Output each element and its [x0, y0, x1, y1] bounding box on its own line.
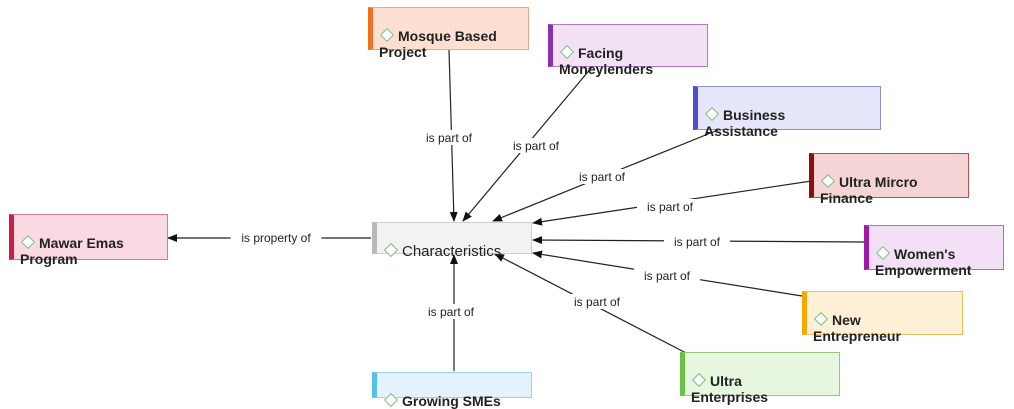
node-label: Ultra Mircro Finance	[820, 174, 918, 206]
edge-label-bg	[664, 234, 730, 249]
edge-label-women: is part of	[674, 235, 721, 249]
node-label: New Entrepreneur	[813, 312, 901, 344]
edge-label-bg	[569, 169, 635, 184]
edge-label-bg	[637, 199, 703, 214]
edges-layer: is part of is part of is part of is part of…	[167, 49, 865, 371]
concept-diamond-icon	[820, 173, 836, 189]
node-label: Mosque Based Project	[379, 28, 497, 60]
edge-label-ultra_micro: is part of	[647, 200, 694, 214]
edge-label-facing: is part of	[513, 139, 560, 153]
concept-diamond-icon	[559, 44, 575, 60]
concept-diamond-icon	[383, 242, 399, 258]
ultra-enterprises-node[interactable]: Ultra Enterprises	[680, 352, 840, 405]
node-label: Characteristics	[402, 243, 502, 260]
edge-label-bg	[564, 294, 630, 309]
edge-label-mosque: is part of	[426, 131, 473, 145]
womens-empowerment-node[interactable]: Women's Empowerment	[864, 225, 1004, 278]
edge-label-ultra_ent: is part of	[574, 295, 621, 309]
concept-diamond-icon	[704, 106, 720, 122]
node-label: Growing SMEs	[402, 393, 501, 409]
edge-label-growing: is part of	[428, 305, 475, 319]
business-assistance-node[interactable]: Business Assistance	[693, 86, 881, 139]
edge-label-business: is part of	[579, 170, 626, 184]
facing-moneylenders-node[interactable]: Facing Moneylenders	[548, 24, 708, 77]
concept-map: is part of is part of is part of is part of…	[9, 7, 1004, 409]
edge-label-mawar: is property of	[241, 231, 311, 245]
edge-label-bg	[230, 230, 322, 245]
edge-label-bg	[416, 130, 482, 145]
edge-label-bg	[418, 304, 484, 319]
edge-label-new_ent: is part of	[644, 269, 691, 283]
concept-diamond-icon	[20, 234, 36, 250]
growing-smes-node[interactable]: Growing SMEs	[372, 372, 532, 409]
node-label: Facing Moneylenders	[559, 45, 654, 77]
concept-diamond-icon	[875, 245, 891, 261]
mosque-based-project-node[interactable]: Mosque Based Project	[368, 7, 529, 60]
mawar-emas-program-node[interactable]: Mawar Emas Program	[9, 214, 168, 267]
new-entrepreneur-node[interactable]: New Entrepreneur	[802, 291, 963, 344]
node-label: Mawar Emas Program	[20, 235, 124, 267]
edge-label-bg	[503, 138, 569, 153]
node-label: Women's Empowerment	[875, 246, 972, 278]
concept-diamond-icon	[383, 392, 399, 408]
concept-diamond-icon	[691, 372, 707, 388]
node-label: Business Assistance	[704, 107, 786, 139]
characteristics-node[interactable]: Characteristics	[372, 222, 532, 260]
concept-diamond-icon	[813, 311, 829, 327]
concept-diamond-icon	[379, 27, 395, 43]
edge-label-bg	[634, 268, 700, 283]
ultra-micro-finance-node[interactable]: Ultra Mircro Finance	[809, 153, 969, 206]
